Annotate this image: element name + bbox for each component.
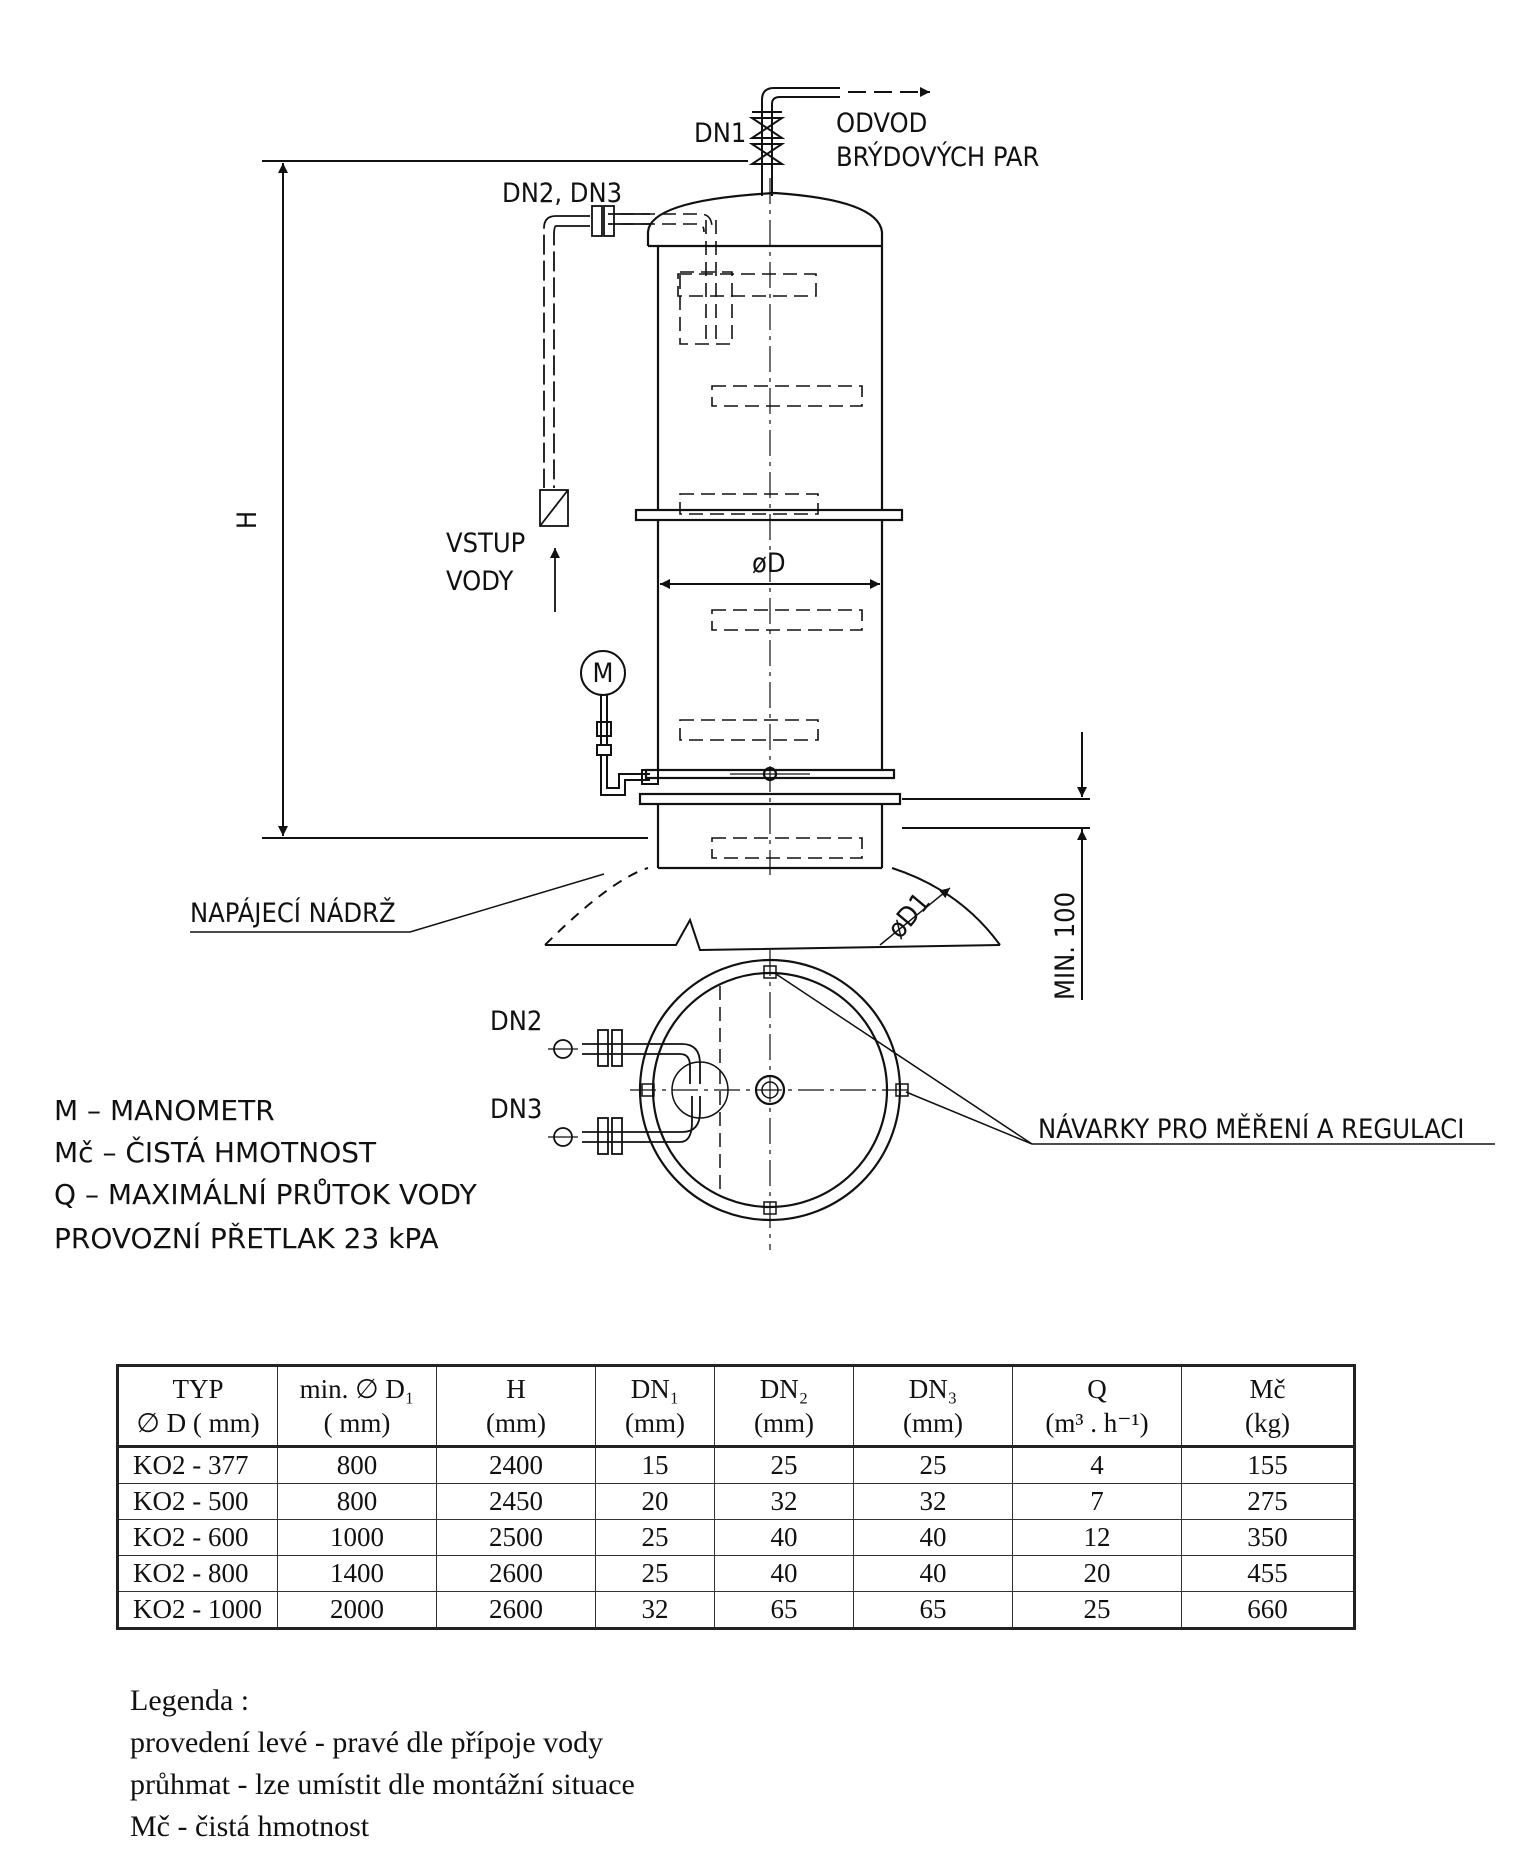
diameter-label: øD: [752, 548, 786, 579]
manometer-symbol: M: [593, 658, 614, 689]
legend-line-1: provedení levé - pravé dle přípoje vody: [130, 1726, 604, 1759]
min-clearance-label: MIN. 100: [1050, 892, 1081, 1000]
clearance-dimension: [902, 732, 1090, 1000]
header-dn1: DN₁(mm): [595, 1365, 715, 1448]
table-row: KO2 - 600 1000 2500 25 40 40 12 350: [117, 1519, 1355, 1556]
table-row: KO2 - 800 1400 2600 25 40 40 20 455: [117, 1555, 1355, 1592]
header-h: H(mm): [436, 1365, 596, 1448]
outlet-label-line1: ODVOD: [836, 108, 927, 139]
vessel-side-view: [634, 178, 904, 875]
height-label: H: [232, 511, 263, 529]
plan-view-pipes: [548, 1029, 701, 1155]
welds-label: NÁVARKY PRO MĚŘENÍ A REGULACI: [1038, 1113, 1464, 1145]
vessel-internals: [620, 213, 863, 859]
note-3: Q – MAXIMÁLNÍ PRŮTOK VODY: [54, 1177, 478, 1211]
header-q: Q(m³ . h⁻¹): [1012, 1365, 1182, 1448]
outlet-pipe: [748, 87, 930, 196]
table-row: KO2 - 1000 2000 2600 32 65 65 25 660: [117, 1591, 1355, 1629]
legend-line-2: průhmat - lze umístit dle montážní situa…: [130, 1768, 635, 1801]
inlet-label-line2: VODY: [446, 566, 513, 597]
parameter-table: TYP∅ D ( mm) min. ∅ D₁( mm) H(mm) DN₁(mm…: [116, 1364, 1356, 1630]
weld-leaders: [775, 973, 1495, 1145]
note-4: PROVOZNÍ PŘETLAK 23 kPA: [54, 1221, 439, 1255]
legend-title: Legenda :: [130, 1684, 250, 1717]
feed-tank-label: NAPÁJECÍ NÁDRŽ: [190, 897, 396, 929]
dn3-label: DN3: [490, 1094, 542, 1125]
legend-line-3: Mč - čistá hmotnost: [130, 1810, 370, 1843]
header-type: TYP∅ D ( mm): [117, 1365, 278, 1448]
header-dn2: DN₂(mm): [714, 1365, 854, 1448]
feed-tank: [190, 867, 1001, 952]
table-row: KO2 - 377 800 2400 15 25 25 4 155: [117, 1446, 1355, 1484]
dn1-label: DN1: [694, 118, 746, 149]
outlet-label-line2: BRÝDOVÝCH PAR: [836, 141, 1039, 173]
dn2-dn3-label: DN2, DN3: [502, 178, 622, 209]
inlet-pipe: [539, 205, 650, 612]
legend: Legenda : provedení levé - pravé dle pří…: [130, 1680, 635, 1848]
height-dimension: [262, 160, 748, 839]
note-2: Mč – ČISTÁ HMOTNOST: [54, 1135, 377, 1169]
vessel-plan-view: [630, 950, 910, 1250]
header-dn3: DN₃(mm): [853, 1365, 1013, 1448]
table-row: KO2 - 500 800 2450 20 32 32 7 275: [117, 1483, 1355, 1520]
inlet-label-line1: VSTUP: [446, 528, 525, 559]
dn2-label: DN2: [490, 1006, 542, 1037]
manometer: [580, 650, 659, 796]
header-min-d1: min. ∅ D₁( mm): [277, 1365, 437, 1448]
table-header-row: TYP∅ D ( mm) min. ∅ D₁( mm) H(mm) DN₁(mm…: [117, 1365, 1355, 1448]
d1-label: øD1: [882, 887, 937, 944]
header-mc: Mč(kg): [1181, 1365, 1355, 1448]
note-1: M – MANOMETR: [54, 1094, 275, 1127]
